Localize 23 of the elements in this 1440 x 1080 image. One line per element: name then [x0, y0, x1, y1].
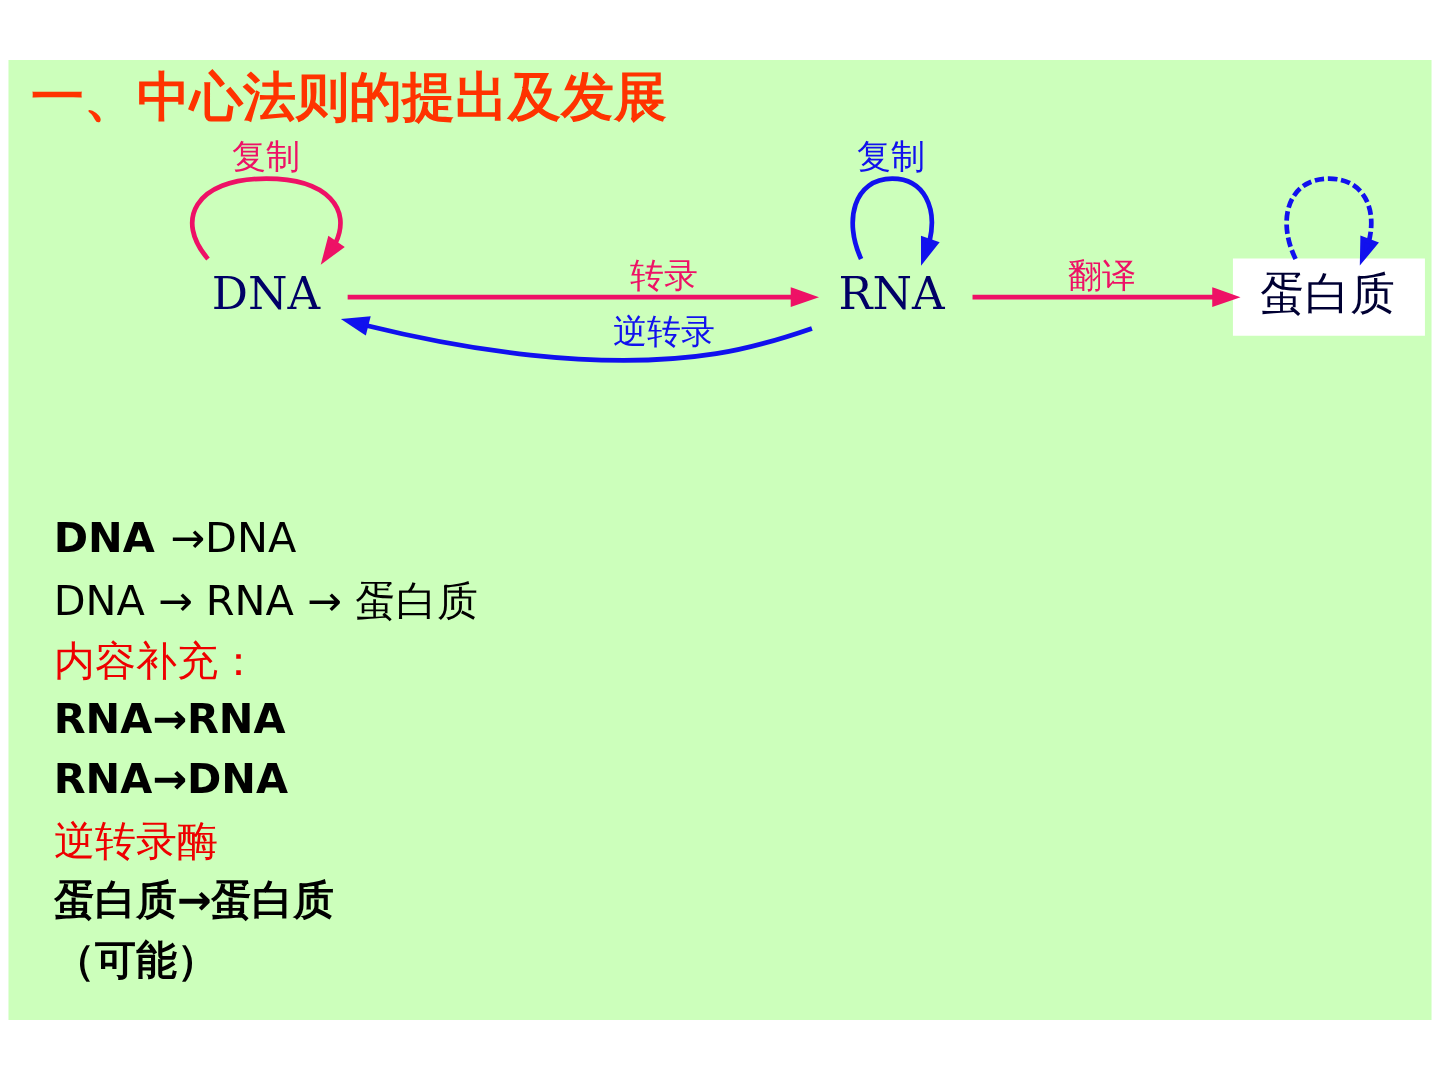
node-box: 蛋白质 [1232, 258, 1425, 336]
edge-label: 复制 [231, 137, 300, 177]
label: DNA → RNA → 蛋白质 [53, 576, 478, 625]
diagram-title: 一、中心法则的提出及发展 [31, 66, 668, 128]
label: 内容补充： [53, 636, 259, 685]
arrow [1284, 176, 1379, 266]
arrow [850, 176, 940, 266]
label: 逆转录酶 [53, 817, 218, 866]
arrow [972, 287, 1241, 308]
node-text: RNA [838, 266, 945, 320]
label: RNA→RNA [53, 695, 286, 744]
arrow [340, 316, 813, 363]
edge-label: 翻译 [1068, 255, 1137, 295]
edge-label: 逆转录 [612, 312, 715, 352]
arrow [189, 176, 345, 265]
edge-label: 复制 [857, 137, 926, 177]
label: 蛋白质→蛋白质 [53, 875, 335, 924]
label: DNA →DNA [53, 514, 297, 563]
label: RNA→DNA [53, 755, 289, 804]
node-text: DNA [211, 266, 321, 320]
edge-label: 转录 [629, 255, 698, 295]
label: （可能） [53, 936, 218, 985]
arrow [347, 287, 820, 308]
